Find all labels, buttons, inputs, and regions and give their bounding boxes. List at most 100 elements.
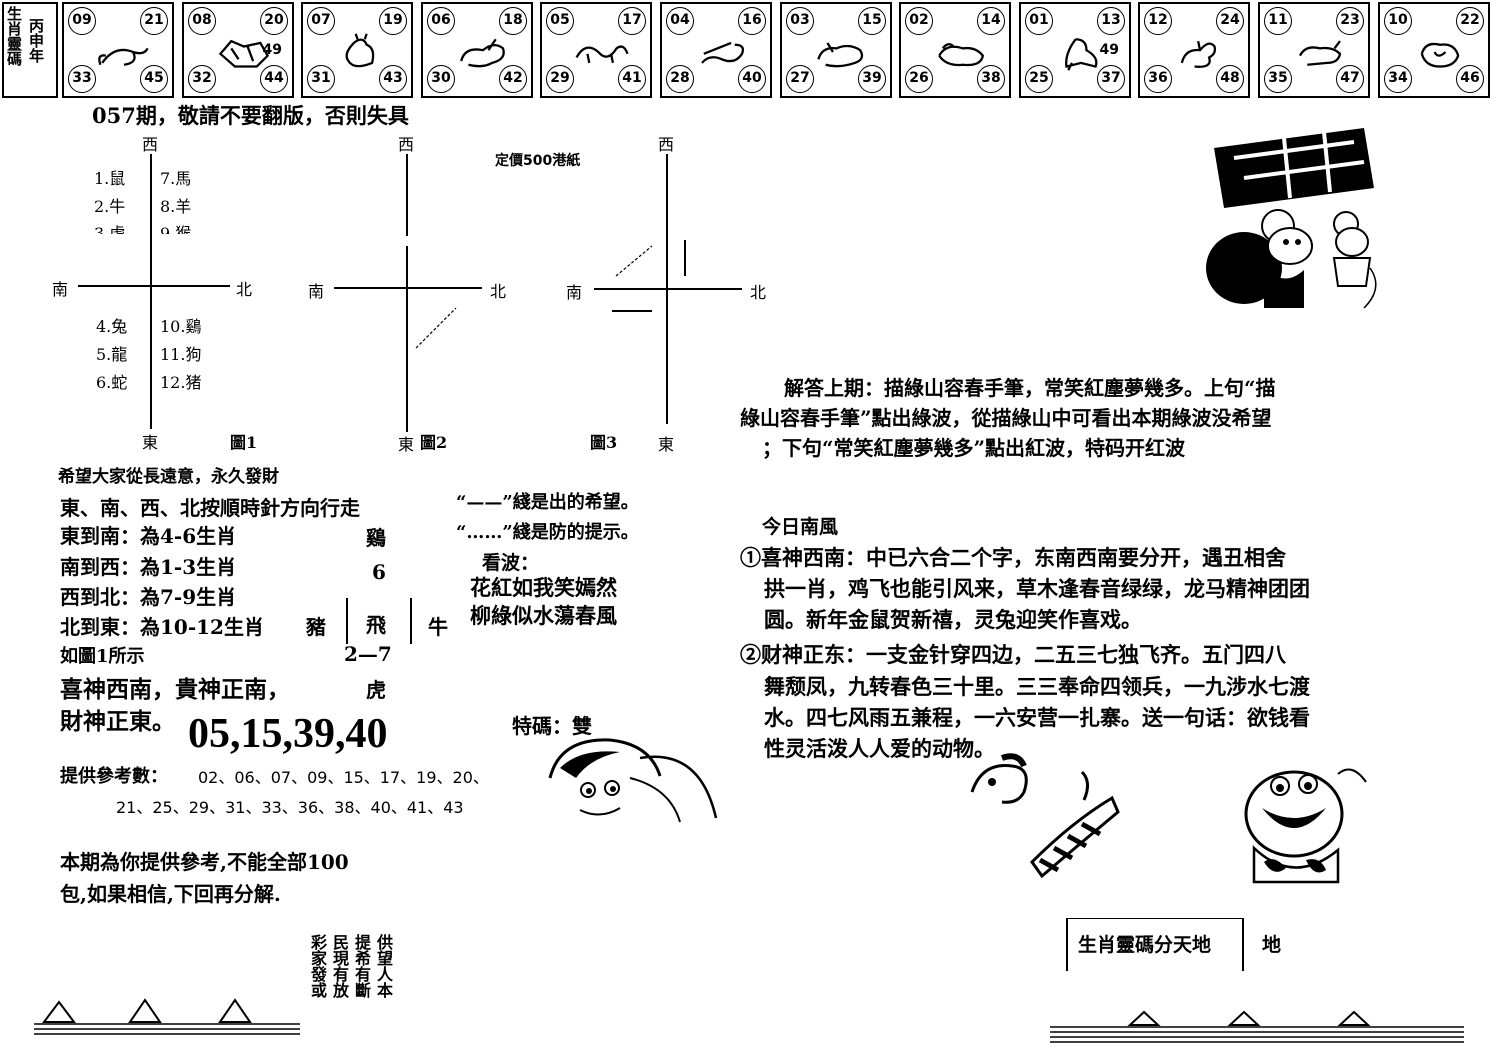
- vertical-col: 提希有斷: [352, 934, 371, 998]
- zodiac-number: 20: [260, 7, 288, 35]
- special-label: 特碼：雙: [512, 714, 592, 738]
- box-title: 生肖靈碼分天地: [1078, 934, 1212, 956]
- answer-line: 綠山容春手筆”點出綠波，從描綠山中可看出本期綠波没希望: [740, 406, 1272, 430]
- rat-icon: [98, 47, 149, 66]
- footer-line: 本期為你提供參考,不能全部100: [60, 850, 349, 874]
- price-label: 定價500港紙: [495, 153, 581, 169]
- zodiac-number: 39: [858, 65, 886, 93]
- fig2-west: 西: [398, 135, 415, 154]
- zodiac-number: 38: [977, 65, 1005, 93]
- fig2-south: 南: [308, 282, 325, 301]
- fig3-west: 西: [658, 135, 675, 154]
- rabbit-icon: [460, 38, 505, 68]
- zodiac-cell: 10 22 34 46: [1378, 2, 1490, 98]
- zodiac-list-item: 8.羊: [160, 197, 192, 216]
- today-wind: 今日南風: [762, 516, 839, 538]
- ox-icon: [218, 39, 270, 68]
- side-label-left: 生肖靈碼: [5, 6, 23, 66]
- rule-line: 如圖1所示: [60, 646, 145, 667]
- zodiac-number: 26: [905, 65, 933, 93]
- zodiac-number: 40: [738, 65, 766, 93]
- box-side: 地: [1262, 934, 1282, 956]
- ref-line: 02、06、07、09、15、17、19、20、: [198, 768, 489, 787]
- fig3-south: 南: [566, 283, 583, 302]
- zodiac-number: 30: [427, 65, 455, 93]
- fig3-east: 東: [658, 435, 675, 454]
- zodiac-number: 24: [1216, 7, 1244, 35]
- zodiac-list-item: 3.虎: [94, 224, 126, 234]
- rule-line: 西到北：為7-9生肖: [60, 585, 237, 609]
- zodiac-number: 46: [1456, 65, 1484, 93]
- strip-side-label: 生肖靈碼 丙申年: [2, 2, 58, 98]
- wave-title: 看波：: [482, 552, 540, 574]
- ref-label: 提供參考數：: [60, 766, 168, 787]
- fig1-west: 西: [142, 135, 159, 154]
- wave-line: 花紅如我笑嫣然: [470, 575, 617, 600]
- wave-line: 柳綠似水蕩春風: [470, 603, 617, 628]
- para1-line: ①喜神西南：中已六合二个字，东南西南要分开，遇丑相舍: [740, 545, 1286, 570]
- big-numbers: 05,15,39,40: [188, 711, 388, 757]
- zodiac-number: 41: [618, 65, 646, 93]
- zodiac-cell: 06 18 30 42: [421, 2, 533, 98]
- dragon-icon: [575, 45, 629, 64]
- rule-line: 東、南、西、北按順時針方向行走: [60, 496, 360, 520]
- fig1-south: 南: [52, 280, 69, 299]
- zodiac-number: 42: [499, 65, 527, 93]
- fig2-east: 東: [398, 435, 415, 454]
- zodiac-list-item: 6.蛇: [96, 373, 128, 392]
- vertical-note: 供望人本 提希有斷 民現有放 彩家發或: [306, 934, 398, 1034]
- zodiac-number: 37: [1097, 65, 1125, 93]
- fig3-north: 北: [750, 283, 767, 302]
- zodiac-number: 28: [666, 65, 694, 93]
- mice-cartoon-icon: [1206, 128, 1377, 309]
- legend-solid: “——”綫是出的希望。: [456, 492, 639, 513]
- vertical-col: 供望人本: [374, 934, 393, 998]
- zodiac-number: 48: [1216, 65, 1244, 93]
- footer-line: 包,如果相信,下回再分解.: [60, 882, 281, 906]
- rule-line: 南到西：為1-3生肖: [60, 555, 237, 579]
- zodiac-number: 31: [307, 65, 335, 93]
- zodiac-number: 33: [68, 65, 96, 93]
- title-box: [1066, 918, 1244, 971]
- boy-cartoon-icon: [548, 738, 718, 823]
- zodiac-number: 11: [1264, 7, 1292, 35]
- zodiac-number: 34: [1384, 65, 1412, 93]
- para2-line: 性灵活泼人人爱的动物。: [764, 736, 995, 761]
- zodiac-number: 06: [427, 7, 455, 35]
- zodiac-number: 07: [307, 7, 335, 35]
- mid-fei: 飛: [366, 613, 386, 637]
- fig1-north: 北: [236, 280, 253, 299]
- zodiac-number: 45: [140, 65, 168, 93]
- zodiac-number: 01: [1025, 7, 1053, 35]
- issue-line: 057期，敬請不要翻版，否則失具: [92, 103, 409, 128]
- ref-line: 21、25、29、31、33、36、38、40、41、43: [116, 798, 464, 817]
- cow-cartoon-icon: [1244, 768, 1367, 884]
- zodiac-number: 13: [1097, 7, 1125, 35]
- answer-line: 解答上期：描綠山容春手筆，常笑紅塵夢幾多。上句“描: [784, 376, 1276, 400]
- zodiac-number: 18: [499, 7, 527, 35]
- zodiac-number: 10: [1384, 7, 1412, 35]
- para1-line: 圆。新年金鼠贺新禧，灵兔迎笑作喜戏。: [764, 607, 1142, 632]
- zodiac-number: 21: [140, 7, 168, 35]
- rooster-icon: [1180, 40, 1217, 68]
- zodiac-number: 25: [1025, 65, 1053, 93]
- para2-line: ②财神正东：一支金针穿四边，二五三七独飞齐。五门四八: [740, 642, 1286, 667]
- rule-line: 北到東：為10-12生肖: [60, 615, 264, 639]
- zodiac-number: 22: [1456, 7, 1484, 35]
- tiger-icon: [345, 33, 375, 68]
- monkey-icon: [1065, 38, 1098, 71]
- zodiac-number: 44: [260, 65, 288, 93]
- fig1-label: 圖1: [230, 433, 258, 452]
- zodiac-list-item: 1.鼠: [94, 169, 126, 188]
- mid-six: 6: [372, 560, 386, 584]
- zodiac-list-item: 9.猴: [160, 224, 192, 234]
- zodiac-number: 36: [1144, 65, 1172, 93]
- gods-line: 喜神西南，貴神正南，: [60, 676, 290, 703]
